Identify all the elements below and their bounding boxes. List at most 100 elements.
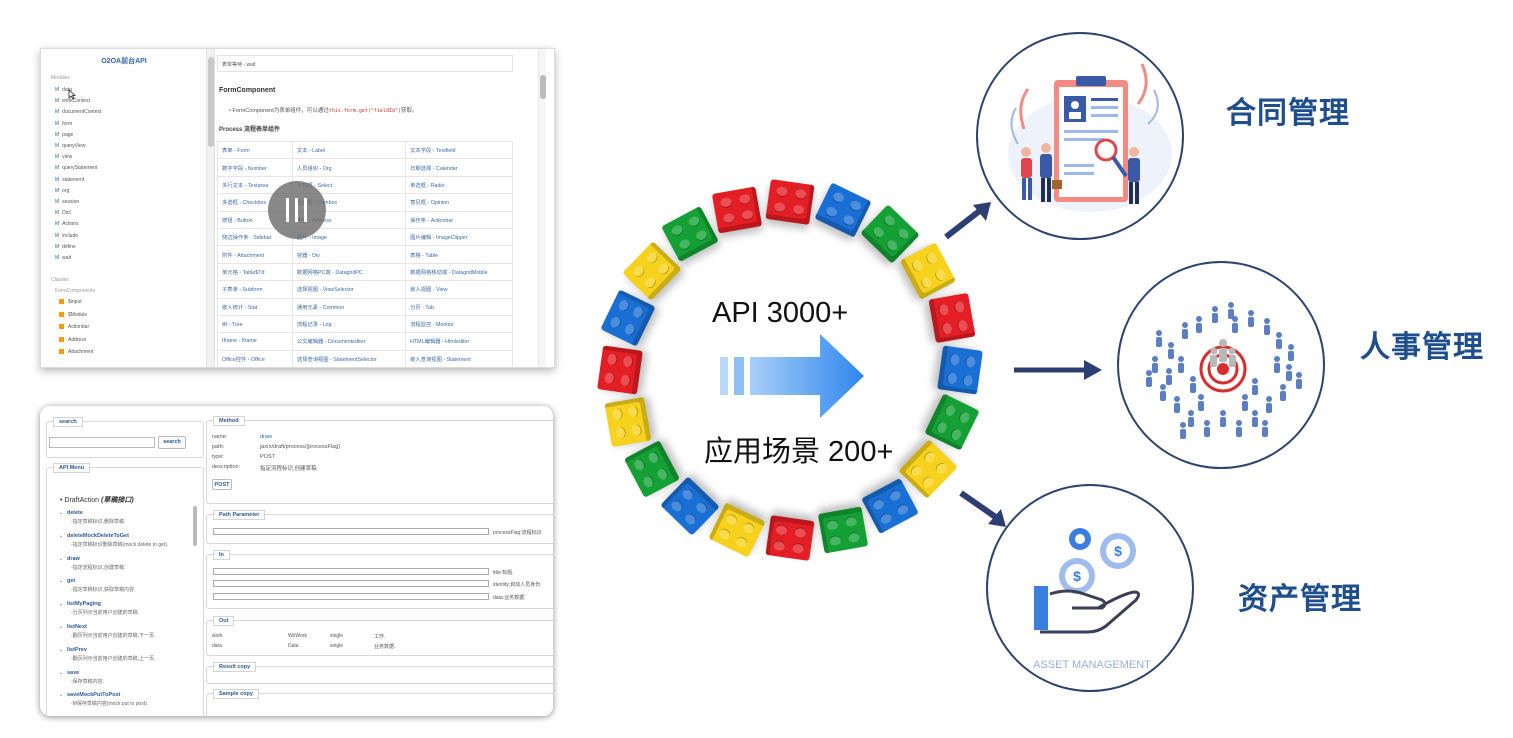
table-cell[interactable]: 操作条 - Actionbar [405, 210, 513, 229]
table-cell[interactable]: 图片编辑 - ImageClipper [405, 227, 513, 247]
post-button[interactable]: POST [212, 479, 232, 490]
search-input[interactable] [49, 437, 155, 448]
api-method-item[interactable]: ▪listMyPaging-分页列示当前用户创建的草稿. [60, 601, 139, 616]
module-label: workContext [62, 98, 90, 105]
api-method-item[interactable]: ▪deleteMockDeleteToGet-指定草稿标识删除草稿(mock d… [60, 532, 168, 548]
table-cell[interactable]: 表格 - Table [405, 245, 513, 264]
table-cell[interactable]: 单选框 - Radio [405, 175, 513, 195]
doc-title[interactable]: O2OA前台API [101, 58, 147, 65]
table-cell[interactable]: 意见框 - Opinion [405, 193, 513, 212]
api-method-name[interactable]: deleteMockDeleteToGet [67, 532, 129, 539]
table-cell[interactable]: 公文编辑器 - Documenteditor [291, 332, 407, 351]
table-cell[interactable]: 嵌入统计 - Stat [217, 297, 293, 316]
api-method-name[interactable]: get [67, 578, 76, 585]
brick-stud [617, 298, 631, 313]
table-cell[interactable]: Office控件 - Office [217, 349, 293, 367]
api-method-name[interactable]: listNext [67, 624, 87, 630]
table-cell[interactable]: 数据网格移动端 - DatagridMobile [405, 262, 513, 282]
wait-cell[interactable]: 表单等待 - wait [217, 55, 513, 72]
draft-action-title[interactable]: • DraftAction (草稿接口) [60, 497, 134, 504]
api-method-name[interactable]: saveMockPutToPost [67, 692, 121, 699]
table-cell[interactable]: 选择查询视图 - StatementSelector [291, 349, 407, 367]
class-item[interactable]: $input [59, 299, 82, 305]
table-cell[interactable]: Iframe - Iframe [217, 332, 293, 351]
class-item[interactable]: Attachment [59, 349, 93, 355]
table-cell[interactable]: 文本 - Label [291, 140, 407, 160]
api-method-name[interactable]: delete [67, 510, 83, 516]
content-scrollbar[interactable] [538, 49, 546, 367]
process-flag-input[interactable] [213, 528, 489, 535]
api-method-name[interactable]: save [67, 669, 80, 676]
table-cell[interactable]: 流程监控 - Monitor [405, 314, 513, 334]
class-item[interactable]: $Module [59, 311, 87, 318]
table-cell[interactable]: 表单 - Form [217, 140, 293, 160]
api-method-item[interactable]: ▪saveMockPutToPost-M保存草稿内容(mock put to p… [60, 692, 149, 708]
table-cell[interactable]: 通用元素 - Common [291, 297, 407, 316]
table-cell[interactable]: 子表单 - Subform [217, 280, 293, 299]
table-cell[interactable]: 嵌入视图 - View [405, 280, 513, 299]
content-scroll-thumb[interactable] [540, 75, 546, 99]
table-cell[interactable]: 单元格 - Table$Td [217, 262, 293, 282]
class-item[interactable]: Address [59, 336, 86, 343]
table-cell[interactable]: 树 - Tree [217, 314, 293, 334]
api-method-item[interactable]: ▪listNext-翻页列示当前用户创建的草稿,下一页. [60, 624, 155, 639]
identity-input[interactable] [213, 580, 489, 587]
sample-copy-legend[interactable]: Sample copy [213, 689, 259, 699]
api-method-item[interactable]: ▪listPrev-翻页列示当前用户创建的草稿,上一页. [60, 646, 155, 662]
video-pause-icon[interactable] [268, 181, 326, 239]
table-cell[interactable]: 容器 - Div [291, 245, 407, 264]
asset-circle: $ $ ASSET MANAGEMENT [986, 484, 1194, 692]
table-cell[interactable]: 嵌入查询视图 - Statement [405, 349, 513, 367]
api-method-desc: -M保存草稿内容(mock put to post). [71, 701, 149, 708]
table-cell[interactable]: HTML编辑器 - Htmleditor [405, 332, 513, 351]
api-method-name[interactable]: listMyPaging [67, 601, 101, 608]
sidebar-scrollbar[interactable] [207, 49, 215, 367]
brick-stud [609, 315, 623, 330]
api-method-name[interactable]: draw [67, 555, 80, 562]
search-button[interactable]: search [158, 436, 186, 449]
module-marker: M [55, 199, 60, 205]
table-cell[interactable]: 数据网格PC端 - DatagridPC [291, 262, 407, 282]
api-method-item[interactable]: ▪save-保存草稿内容. [60, 669, 104, 685]
table-cell[interactable]: 流程记录 - Log [291, 314, 407, 334]
table-cell[interactable]: 文本字段 - Textfield [405, 140, 513, 160]
api-method-item[interactable]: ▪get-指定草稿标识,获取草稿内容. [60, 578, 135, 593]
api-method-item[interactable]: ▪delete-指定草稿标识,删除草稿. [60, 510, 125, 525]
brick-stud [957, 319, 969, 332]
asset-caption: ASSET MANAGEMENT [1033, 659, 1151, 671]
table-cell[interactable]: 附件 - Attachment [217, 245, 293, 264]
brick-stud [619, 374, 631, 387]
api-method-name[interactable]: listPrev [67, 646, 87, 653]
result-copy-legend[interactable]: Result copy [213, 662, 257, 672]
scene-count-label: 应用场景 200+ [704, 436, 894, 468]
table-cell[interactable]: 日期选择 - Calendar [405, 158, 513, 177]
menu-scrollbar[interactable] [193, 506, 197, 546]
table-cell[interactable]: 数字字段 - Number [217, 158, 293, 177]
api-method-item[interactable]: ▪draw-指定流程标识,创建草稿. [60, 555, 125, 571]
title-input[interactable] [213, 568, 489, 575]
person-icon [1280, 384, 1286, 401]
sidebar-scroll-thumb[interactable] [208, 57, 214, 147]
table-cell[interactable]: 选择视图 - ViewSelector [291, 280, 407, 299]
contract-circle [976, 32, 1184, 240]
table-cell[interactable]: 人员组织 - Org [291, 158, 407, 177]
table-cell[interactable]: 分页 - Tab [405, 297, 513, 316]
class-item[interactable]: Actionbar [59, 324, 89, 330]
data-input[interactable] [213, 593, 489, 600]
